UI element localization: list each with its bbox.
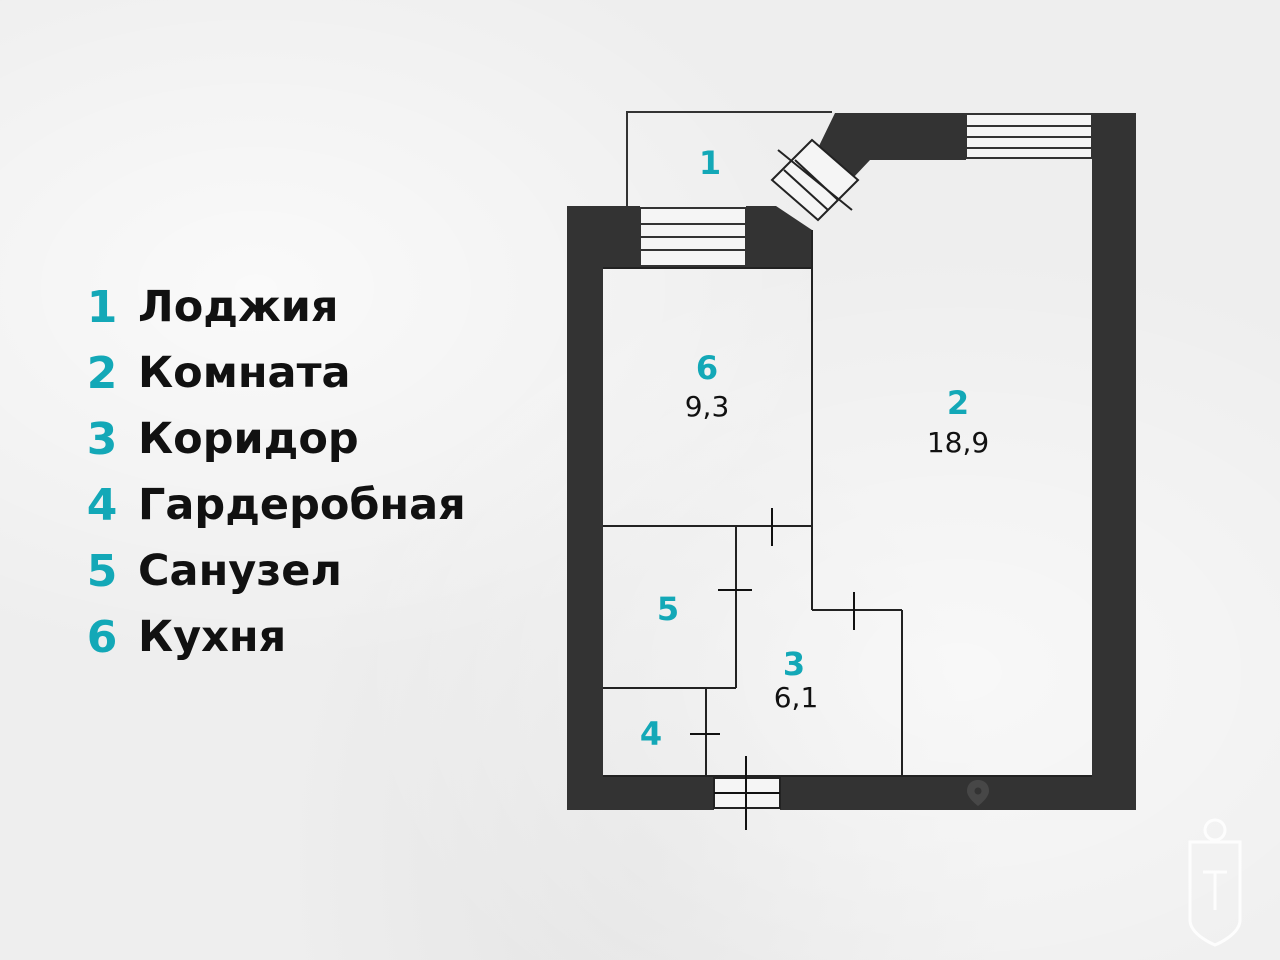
map-pin-icon	[967, 780, 989, 806]
room-6-area: 9,3	[685, 390, 730, 423]
room-1-number: 1	[699, 144, 721, 182]
wall-top-left	[567, 206, 640, 784]
legend-number: 5	[86, 545, 118, 597]
partitions	[603, 230, 1092, 777]
legend-label: Лоджия	[138, 282, 339, 332]
room-5-number: 5	[657, 590, 679, 628]
watermark-logo-icon	[1188, 818, 1242, 947]
wall-bottom-right	[780, 776, 1136, 810]
walls	[567, 113, 1136, 810]
room-4-number: 4	[640, 715, 662, 753]
legend-label: Санузел	[138, 546, 342, 596]
legend-label: Комната	[138, 348, 351, 398]
legend-number: 3	[86, 413, 118, 465]
room-2-number: 2	[947, 384, 969, 422]
windows	[639, 113, 1093, 267]
legend-number: 2	[86, 347, 118, 399]
wall-bottom-left	[567, 776, 714, 810]
legend-number: 4	[86, 479, 118, 531]
legend-label: Кухня	[138, 612, 287, 662]
wall-diagonal	[746, 206, 812, 268]
legend-item-kitchen: 6 Кухня	[70, 604, 466, 670]
legend-number: 1	[86, 281, 118, 333]
room-6-number: 6	[696, 349, 718, 387]
legend-label: Гардеробная	[138, 480, 466, 530]
legend-item-bathroom: 5 Санузел	[70, 538, 466, 604]
room-3-area: 6,1	[774, 681, 819, 714]
balcony-door	[770, 138, 860, 222]
door-marks	[690, 508, 855, 830]
wall-diagonal-top	[818, 113, 966, 178]
wall-right	[1092, 113, 1136, 810]
legend-item-room: 2 Комната	[70, 340, 466, 406]
room-3-number: 3	[783, 645, 805, 683]
legend-number: 6	[86, 611, 118, 663]
loggia-outline	[626, 111, 832, 207]
legend-label: Коридор	[138, 414, 359, 464]
legend: 1 Лоджия 2 Комната 3 Коридор 4 Гардеробн…	[70, 274, 466, 670]
legend-item-corridor: 3 Коридор	[70, 406, 466, 472]
legend-item-loggia: 1 Лоджия	[70, 274, 466, 340]
legend-item-wardrobe: 4 Гардеробная	[70, 472, 466, 538]
room-2-area: 18,9	[927, 426, 989, 459]
